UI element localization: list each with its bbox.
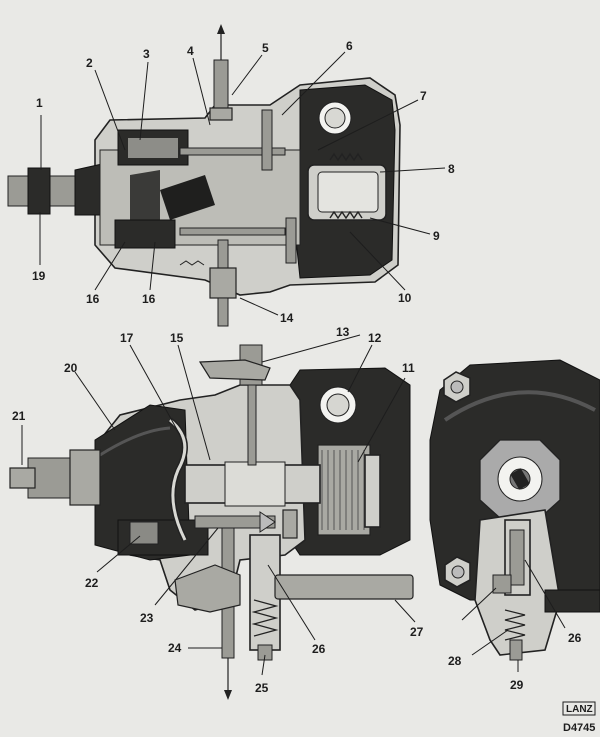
top-shaft-collar — [27, 167, 51, 215]
label-14: 14 — [280, 311, 294, 325]
label-19: 19 — [32, 269, 46, 283]
label-24: 24 — [168, 641, 182, 655]
bottom-left-view — [9, 344, 414, 700]
label-17: 17 — [120, 331, 134, 345]
leader-lines — [21, 51, 566, 676]
bottom-right-view — [429, 359, 600, 661]
stamp-box — [562, 701, 596, 716]
stamp-code: D4745 — [563, 722, 595, 734]
label-8: 8 — [448, 162, 455, 176]
label-15: 15 — [170, 331, 184, 345]
callout-labels: 1 2 3 4 5 6 7 8 9 10 11 12 13 14 15 16 1… — [12, 39, 582, 695]
top-cutaway-view — [7, 24, 401, 327]
top-lower-fitting — [209, 267, 237, 299]
label-26-right: 26 — [568, 631, 582, 645]
label-10: 10 — [398, 291, 412, 305]
label-2: 2 — [86, 56, 93, 70]
label-6: 6 — [346, 39, 353, 53]
label-27: 27 — [410, 625, 424, 639]
label-16-left: 16 — [86, 292, 100, 306]
label-16-right: 16 — [142, 292, 156, 306]
label-9: 9 — [433, 229, 440, 243]
label-3: 3 — [143, 47, 150, 61]
label-12: 12 — [368, 331, 382, 345]
maker-stamp: LANZ D4745 — [562, 701, 596, 734]
stamp-brand: LANZ — [566, 704, 593, 715]
label-28: 28 — [448, 654, 462, 668]
bottom-pipe-27 — [274, 574, 414, 600]
label-25: 25 — [255, 681, 269, 695]
label-20: 20 — [64, 361, 78, 375]
label-4: 4 — [187, 44, 194, 58]
label-11: 11 — [402, 361, 415, 375]
label-13: 13 — [336, 325, 350, 339]
top-lower-rod — [217, 297, 229, 327]
label-23: 23 — [140, 611, 154, 625]
label-29: 29 — [510, 678, 524, 692]
label-22: 22 — [85, 576, 99, 590]
label-26-left: 26 — [312, 642, 326, 656]
label-5: 5 — [262, 41, 269, 55]
bottom-gear-11 — [317, 444, 371, 536]
label-1: 1 — [36, 96, 43, 110]
label-21: 21 — [12, 409, 26, 423]
label-7: 7 — [420, 89, 427, 103]
